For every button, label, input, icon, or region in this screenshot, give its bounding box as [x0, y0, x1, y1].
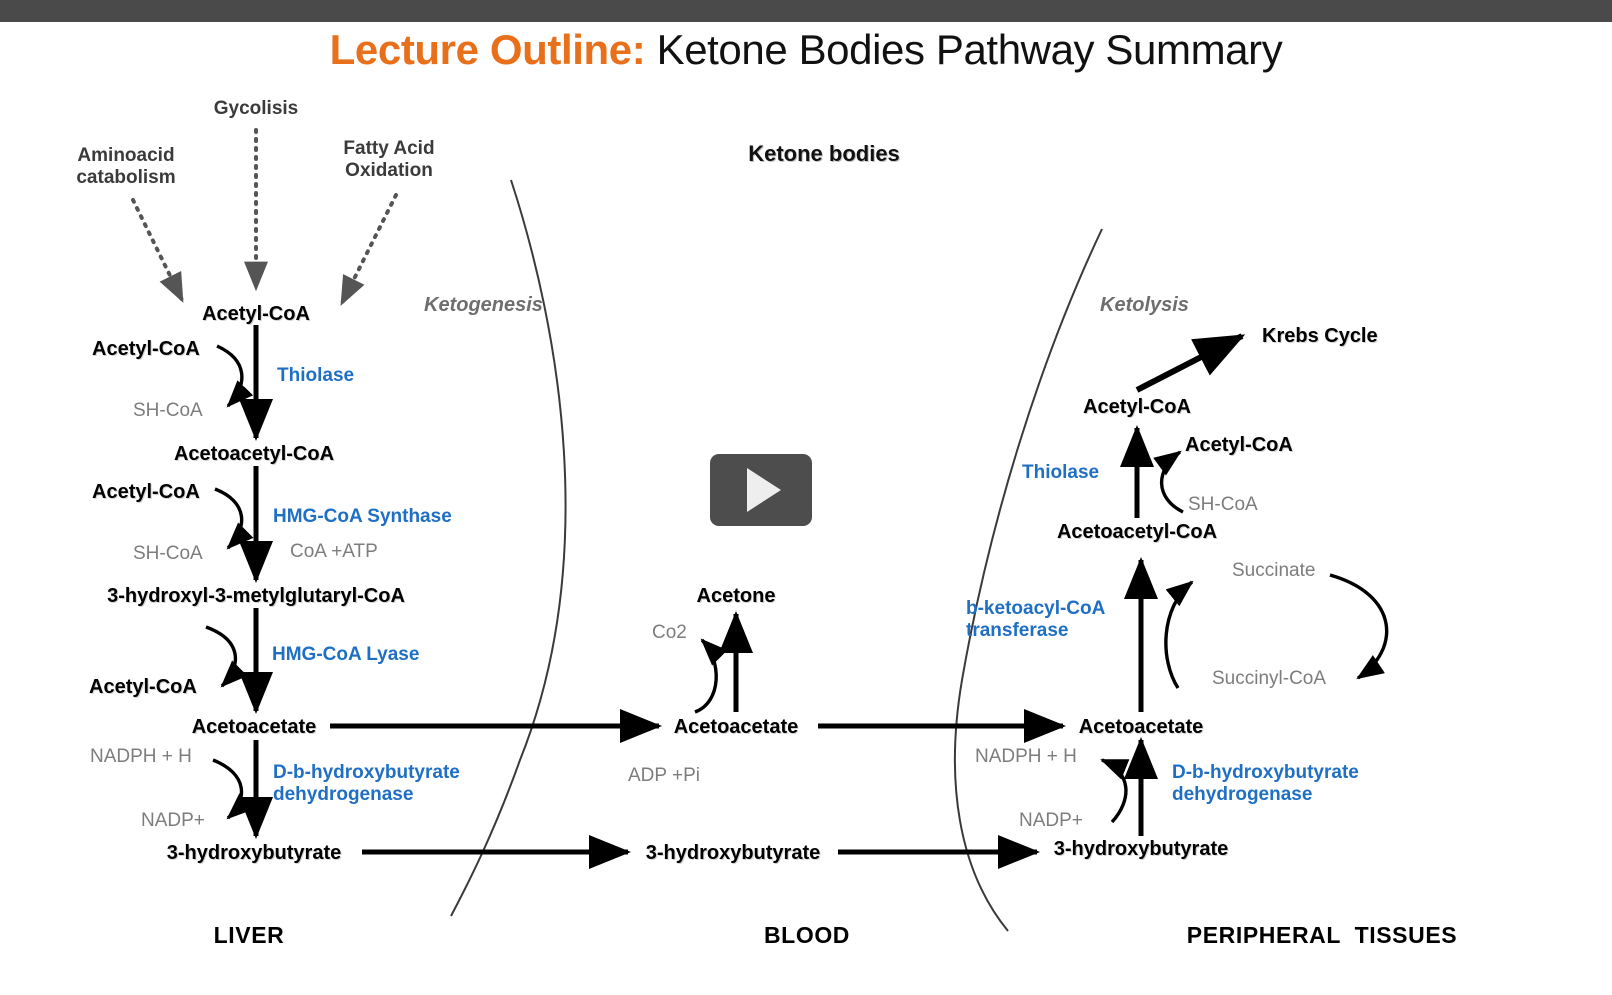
enzyme-liver-hmg-coa-lyase: HMG-CoA Lyase — [272, 644, 420, 665]
metabolite-liver-acetoacetyl-coa: Acetoacetyl-CoA — [173, 443, 335, 465]
process-label-ketolysis: Ketolysis — [1100, 294, 1189, 316]
metabolite-peripheral-acetoacetyl-coa: Acetoacetyl-CoA — [1056, 521, 1218, 543]
metabolite-liver-acetyl-coa-input-2: Acetyl-CoA — [92, 481, 200, 503]
liver-curve-thiolase — [216, 344, 254, 408]
cofactor-liver-coa-atp: CoA +ATP — [290, 541, 378, 562]
cofactor-liver-nadp-plus: NADP+ — [141, 810, 205, 831]
cofactor-peripheral-nadph-h: NADPH + H — [975, 746, 1077, 767]
peripheral-curve-thiolase — [1153, 450, 1184, 514]
cofactor-peripheral-sh-coa: SH-CoA — [1188, 494, 1258, 515]
metabolite-liver-hydroxybutyrate: 3-hydroxybutyrate — [166, 842, 342, 864]
input-arrow-fatty-acid — [340, 193, 398, 306]
enzyme-peripheral-b-ketoacyl-coa-transferase: b-ketoacyl-CoA transferase — [966, 598, 1106, 641]
cofactor-liver-sh-coa-1: SH-CoA — [133, 400, 203, 421]
liver-curve-hmg-synthase — [214, 487, 254, 550]
peripheral-curve-succinate-to-succinylcoa — [1329, 573, 1389, 680]
metabolite-liver-acetyl-coa-input-1: Acetyl-CoA — [92, 338, 200, 360]
enzyme-peripheral-thiolase: Thiolase — [1022, 462, 1100, 483]
blood-curve-co2 — [694, 638, 728, 714]
metabolite-liver-acetyl-coa-output: Acetyl-CoA — [89, 676, 197, 698]
input-arrow-aminoacid — [131, 198, 184, 303]
metabolite-peripheral-acetyl-coa-main: Acetyl-CoA — [1083, 396, 1191, 418]
metabolite-peripheral-acetoacetate: Acetoacetate — [1078, 716, 1204, 738]
cofactor-blood-co2: Co2 — [652, 622, 687, 643]
cofactor-blood-adp-pi: ADP +Pi — [628, 765, 700, 786]
page-title: Lecture Outline: Ketone Bodies Pathway S… — [0, 26, 1612, 74]
liver-curve-hmg-lyase — [205, 625, 248, 688]
section-heading-ketone-bodies: Ketone bodies — [748, 141, 900, 166]
compartment-boundary-liver-blood — [450, 179, 567, 917]
cofactor-liver-sh-coa-2: SH-CoA — [133, 543, 203, 564]
play-button[interactable] — [710, 454, 812, 526]
metabolite-blood-acetoacetate: Acetoacetate — [673, 716, 799, 738]
liver-curve-bhb-dehydrogenase — [212, 758, 254, 820]
enzyme-liver-bhb-dehydrogenase: D-b-hydroxybutyrate dehydrogenase — [273, 762, 460, 805]
metabolite-peripheral-hydroxybutyrate: 3-hydroxybutyrate — [1053, 838, 1229, 860]
process-label-ketogenesis: Ketogenesis — [424, 294, 543, 316]
peripheral-arrow-acetylcoa-to-krebs — [1135, 333, 1246, 393]
metabolite-liver-acetoacetate: Acetoacetate — [191, 716, 317, 738]
top-bar — [0, 0, 1612, 22]
input-label-fatty-acid-oxidation: Fatty Acid Oxidation — [343, 138, 435, 181]
metabolite-liver-hmg-coa: 3-hydroxyl-3-metylglutaryl-CoA — [107, 585, 405, 607]
peripheral-curve-succinyl — [1164, 580, 1194, 689]
compartment-label-blood: BLOOD — [763, 922, 851, 948]
compartment-label-liver: LIVER — [213, 922, 285, 948]
cofactor-liver-nadph-h: NADPH + H — [90, 746, 192, 767]
cofactor-peripheral-succinyl-coa: Succinyl-CoA — [1212, 668, 1327, 689]
compartment-label-peripheral-tissues: PERIPHERAL TISSUES — [1186, 922, 1458, 948]
metabolite-peripheral-acetyl-coa-side: Acetyl-CoA — [1185, 434, 1293, 456]
enzyme-liver-thiolase: Thiolase — [277, 365, 355, 386]
enzyme-liver-hmg-coa-synthase: HMG-CoA Synthase — [273, 506, 452, 527]
enzyme-peripheral-bhb-dehydrogenase: D-b-hydroxybutyrate dehydrogenase — [1172, 762, 1359, 805]
cofactor-peripheral-succinate: Succinate — [1232, 560, 1316, 581]
metabolite-blood-acetone: Acetone — [696, 585, 776, 607]
input-label-glycolysis: Gycolisis — [213, 98, 299, 119]
peripheral-curve-bhb-dehydrogenase — [1100, 758, 1130, 824]
play-icon — [747, 468, 781, 512]
title-rest: Ketone Bodies Pathway Summary — [645, 26, 1283, 73]
cofactor-peripheral-nadp-plus: NADP+ — [1019, 810, 1083, 831]
metabolite-blood-hydroxybutyrate: 3-hydroxybutyrate — [645, 842, 821, 864]
input-label-aminoacid-catabolism: Aminoacid catabolism — [76, 145, 176, 188]
metabolite-peripheral-krebs-cycle: Krebs Cycle — [1262, 325, 1378, 347]
title-accent: Lecture Outline: — [329, 26, 646, 73]
metabolite-liver-acetyl-coa-top: Acetyl-CoA — [202, 303, 310, 325]
